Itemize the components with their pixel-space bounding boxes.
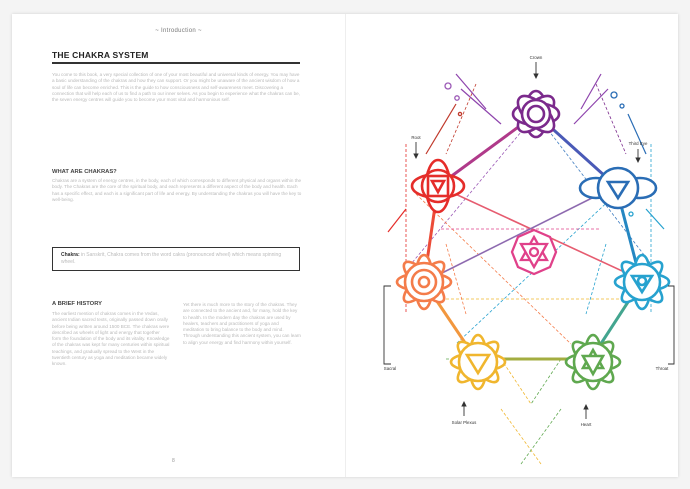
accent-lines [387, 73, 665, 233]
heart-chakra-symbol [564, 333, 622, 391]
chakra-diagram: Crown Root Third Eye Sacral Throat Solar… [383, 55, 675, 465]
page-title: THE CHAKRA SYSTEM [52, 50, 149, 60]
label-root: Root [411, 135, 421, 140]
gutter [345, 14, 346, 477]
root-chakra-symbol [410, 158, 466, 214]
section-paragraph: Chakras are a system of energy centres, … [52, 178, 302, 202]
running-head: ~ Introduction ~ [155, 28, 202, 34]
label-heart: Heart [581, 422, 593, 427]
solar-plexus-chakra-symbol [449, 333, 507, 391]
label-pointers [383, 62, 675, 419]
page-number: 8 [172, 458, 175, 464]
third-eye-chakra-symbol [578, 166, 658, 210]
intro-paragraph: You come to this book, a very special co… [52, 72, 300, 103]
throat-chakra-symbol [613, 253, 671, 311]
callout-label: Chakra: [61, 252, 80, 258]
callout-text: in Sanskrit, Chakra comes from the word … [61, 252, 282, 265]
label-third-eye: Third Eye [629, 141, 648, 146]
crown-chakra-symbol [511, 89, 561, 139]
heading-rule [52, 62, 300, 64]
label-crown: Crown [530, 55, 543, 60]
history-heading: A BRIEF HISTORY [52, 301, 103, 307]
history-column-1: The earliest mention of chakras comes in… [52, 311, 170, 367]
sacral-chakra-symbol [395, 253, 453, 311]
left-page: ~ Introduction ~ THE CHAKRA SYSTEM You c… [12, 14, 345, 477]
center-chakra-symbol [510, 228, 558, 276]
right-page: Crown Root Third Eye Sacral Throat Solar… [346, 14, 678, 477]
section-heading: WHAT ARE CHAKRAS? [52, 169, 117, 175]
label-throat: Throat [656, 366, 669, 371]
label-solar-plexus: Solar Plexus [452, 420, 477, 425]
definition-callout: Chakra: in Sanskrit, Chakra comes from t… [52, 247, 300, 271]
decorative-circles [444, 82, 634, 217]
history-column-2: Yet there is much more to the story of t… [183, 302, 301, 345]
label-sacral: Sacral [384, 366, 396, 371]
book-spread: ~ Introduction ~ THE CHAKRA SYSTEM You c… [12, 14, 678, 477]
